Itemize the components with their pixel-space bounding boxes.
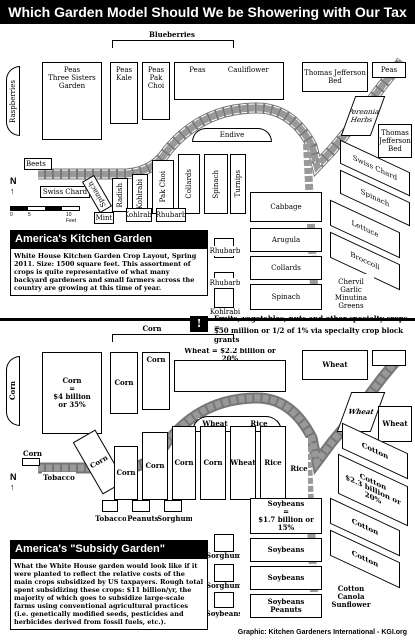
bed-small-right xyxy=(372,350,406,366)
bed-peanuts-box xyxy=(132,500,150,512)
bed-arugula: Arugula xyxy=(250,228,322,252)
bed-cotton-canola-sunflower: Cotton Canola Sunflower xyxy=(328,580,374,614)
bed-corn-a: Corn xyxy=(110,352,138,414)
bed-soybeans-a: Soybeans xyxy=(250,538,322,562)
bed-peanuts: Peanuts xyxy=(126,514,160,524)
scale-0: 0 xyxy=(10,212,13,218)
specialty-crops-line2: $50 million or 1/2 of 1% via specialty c… xyxy=(214,326,404,344)
bed-soybeans-b: Soybeans xyxy=(250,566,322,590)
bed-cabbage: Cabbage xyxy=(250,192,322,222)
bed-rice-c: Rice xyxy=(290,438,308,500)
bed-beets: Beets xyxy=(24,158,52,170)
bed-sorghum-a: Sorghum xyxy=(208,552,240,560)
bed-corn-big: Corn = $4 billion or 35% xyxy=(42,352,102,434)
bed-sorghum: Sorghum xyxy=(158,514,192,524)
kitchen-note: White House Kitchen Garden Crop Layout, … xyxy=(10,248,208,296)
bed-corn-f: Corn xyxy=(142,432,168,500)
north-arrow-icon-2: N↑ xyxy=(10,472,17,492)
bed-wheat-b: Wheat xyxy=(302,350,368,380)
specialty-crop-marker-icon: ! xyxy=(190,316,208,332)
bed-sorghum-a-box xyxy=(214,534,234,552)
bed-mint: Mint xyxy=(94,212,114,224)
bed-sorghum-box xyxy=(164,500,182,512)
bed-tobacco-box xyxy=(102,500,118,512)
bed-wheat-e: Wheat xyxy=(230,426,256,500)
specialty-crops-line1: Fruits, vegetables, nuts and other speci… xyxy=(214,314,408,332)
bed-sorghum-b-box xyxy=(214,564,234,582)
bed-soybeans-small: Soybeans xyxy=(208,610,240,618)
scale-10: 10 Feet xyxy=(66,212,77,224)
blueberries-border xyxy=(112,40,234,48)
corn-top-border xyxy=(112,334,234,342)
bed-soybeans-label: Soybeans = $1.7 billion or 15% xyxy=(250,498,322,534)
kitchen-garden-panel: Blueberries Raspberries Peas Three Siste… xyxy=(2,26,413,316)
bed-peas-right: Peas xyxy=(372,62,406,78)
scale-5: 5 xyxy=(28,212,31,218)
bed-corn-side: Corn xyxy=(6,356,20,426)
bed-chervil-garlic: Chervil Garlic Minutina Greens xyxy=(328,274,374,314)
bed-corn-b: Corn xyxy=(142,352,170,410)
bed-three-sisters: Peas Three Sisters Garden xyxy=(42,62,102,140)
kitchen-caption: America's Kitchen Garden xyxy=(10,230,208,248)
bed-tobacco: Tobacco xyxy=(94,514,128,524)
bed-peas-pak-choi: Peas Pak Choi xyxy=(142,62,170,120)
bed-peas-cauliflower: Peas Cauliflower xyxy=(174,62,284,100)
bed-collards-1: Collards xyxy=(178,154,200,214)
bed-kohlrabi-3: Kohlrabi xyxy=(210,308,240,316)
bed-corn-c-box xyxy=(22,458,40,466)
tobacco-path: Tobacco xyxy=(42,472,76,484)
kitchen-path-svg xyxy=(38,57,407,287)
bed-soybeans-small-box xyxy=(214,592,234,608)
subsidy-garden-panel: Corn Corn Corn = $4 billion or 35% Corn … xyxy=(2,314,413,630)
bed-kohlrabi-2: Kohlrabi xyxy=(126,208,152,222)
bed-pak-choi: Pak Choi xyxy=(152,160,174,214)
bed-endive: Endive xyxy=(192,128,272,142)
bed-corn-top: Corn xyxy=(132,322,172,336)
bed-rhubarb-2: Rhubarb xyxy=(210,246,240,256)
page-title: Which Garden Model Should We be Showerin… xyxy=(0,0,415,44)
bed-spinach-4: Spinach xyxy=(250,284,322,310)
bed-corn-c: Corn xyxy=(22,448,52,460)
bed-peas-kale: Peas Kale xyxy=(110,62,138,124)
bed-radish: Radish xyxy=(112,178,128,212)
bed-sorghum-b: Sorghum xyxy=(208,582,240,590)
bed-blueberries: Blueberries xyxy=(146,28,198,42)
scale-bar: 0 5 10 Feet xyxy=(10,206,80,224)
bed-wheat-top xyxy=(174,360,286,392)
bed-corn-g: Corn xyxy=(172,426,196,500)
bed-corn-h: Corn xyxy=(200,426,226,500)
bed-wheat-d: Wheat xyxy=(378,406,412,442)
graphic-credit: Graphic: Kitchen Gardeners International… xyxy=(237,629,407,636)
bed-collards-2: Collards xyxy=(250,256,322,280)
subsidy-note: What the White House garden would look l… xyxy=(10,558,208,630)
bed-swiss-chard-left: Swiss Chard xyxy=(40,186,90,198)
bed-thomas-jefferson-2: Thomas Jefferson Bed xyxy=(378,124,412,158)
bed-soybeans-peanuts: Soybeans Peanuts xyxy=(250,594,322,618)
bed-rhubarb-1: Rhubarb xyxy=(156,208,186,222)
bed-rice-b: Rice xyxy=(260,426,286,500)
bed-thomas-jefferson-1: Thomas Jefferson Bed xyxy=(302,62,368,92)
north-arrow-icon: N↑ xyxy=(10,176,17,196)
bed-rhubarb-3: Rhubarb xyxy=(210,278,240,288)
bed-spinach-2: Spinach xyxy=(204,154,228,214)
bed-corn-e: Corn xyxy=(114,446,138,500)
bed-raspberries: Raspberries xyxy=(6,66,20,136)
bed-turnips: Turnips xyxy=(230,154,246,214)
bed-kohlrabi-3-box xyxy=(214,288,234,308)
wheat-label: Wheat = $2.2 billion or 20% xyxy=(174,348,286,362)
subsidy-caption: America's "Subsidy Garden" xyxy=(10,540,208,558)
